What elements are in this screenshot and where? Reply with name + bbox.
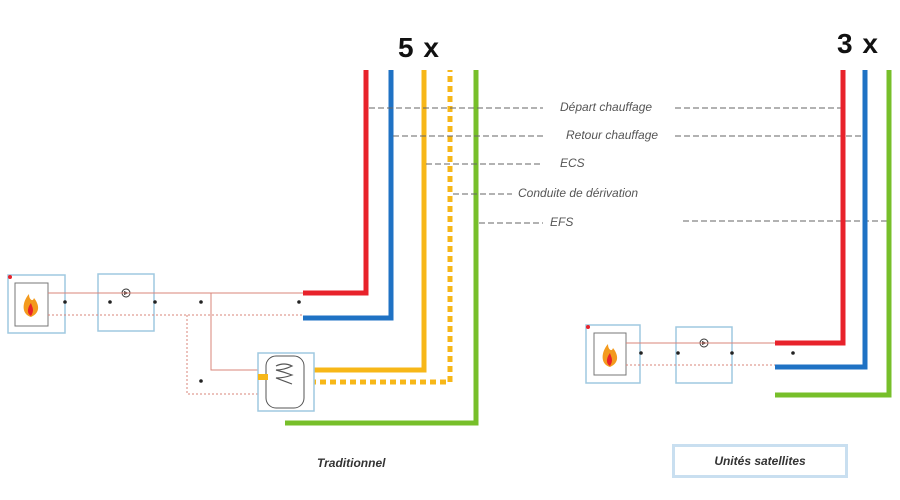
label-conduite-derivation: Conduite de dérivation xyxy=(518,186,639,200)
thin-tank-return-line xyxy=(186,315,262,395)
label-retour-chauffage: Retour chauffage xyxy=(566,128,659,142)
traditional-equipment xyxy=(7,273,315,412)
traditional-retour-pipe xyxy=(303,70,394,321)
satellite-section-box: Unités satellites xyxy=(672,444,848,478)
satellite-pump-module xyxy=(675,326,733,384)
satellite-flame-icon xyxy=(602,344,618,367)
traditional-ecs-pipe xyxy=(300,70,427,373)
thin-tank-supply-line xyxy=(210,293,262,371)
satellite-risers xyxy=(775,70,892,398)
satellite-section-label: Unités satellites xyxy=(714,454,806,468)
label-leaders xyxy=(369,107,890,224)
flame-icon xyxy=(23,294,39,317)
satellite-multiplier: 3 x xyxy=(837,28,879,59)
satellite-sensor-dot xyxy=(586,325,590,329)
traditional-derivation-pipe xyxy=(300,70,453,385)
traditional-risers xyxy=(285,70,479,426)
satellite-retour-pipe xyxy=(775,70,868,370)
label-efs: EFS xyxy=(550,215,574,229)
satellite-depart-pipe xyxy=(775,70,846,346)
storage-tank-icon xyxy=(258,355,305,409)
label-ecs: ECS xyxy=(560,156,585,170)
label-depart-chauffage: Départ chauffage xyxy=(560,100,653,114)
satellite-efs-pipe xyxy=(775,70,892,398)
traditional-depart-pipe xyxy=(303,70,369,296)
traditional-efs-pipe xyxy=(285,70,479,426)
satellite-equipment xyxy=(585,324,795,384)
traditional-multiplier: 5 x xyxy=(398,32,440,63)
traditional-section-label: Traditionnel xyxy=(317,456,386,470)
satellite-junction-dots xyxy=(639,351,795,355)
boiler-sensor-dot xyxy=(8,275,12,279)
traditional-pump-module xyxy=(97,273,155,332)
